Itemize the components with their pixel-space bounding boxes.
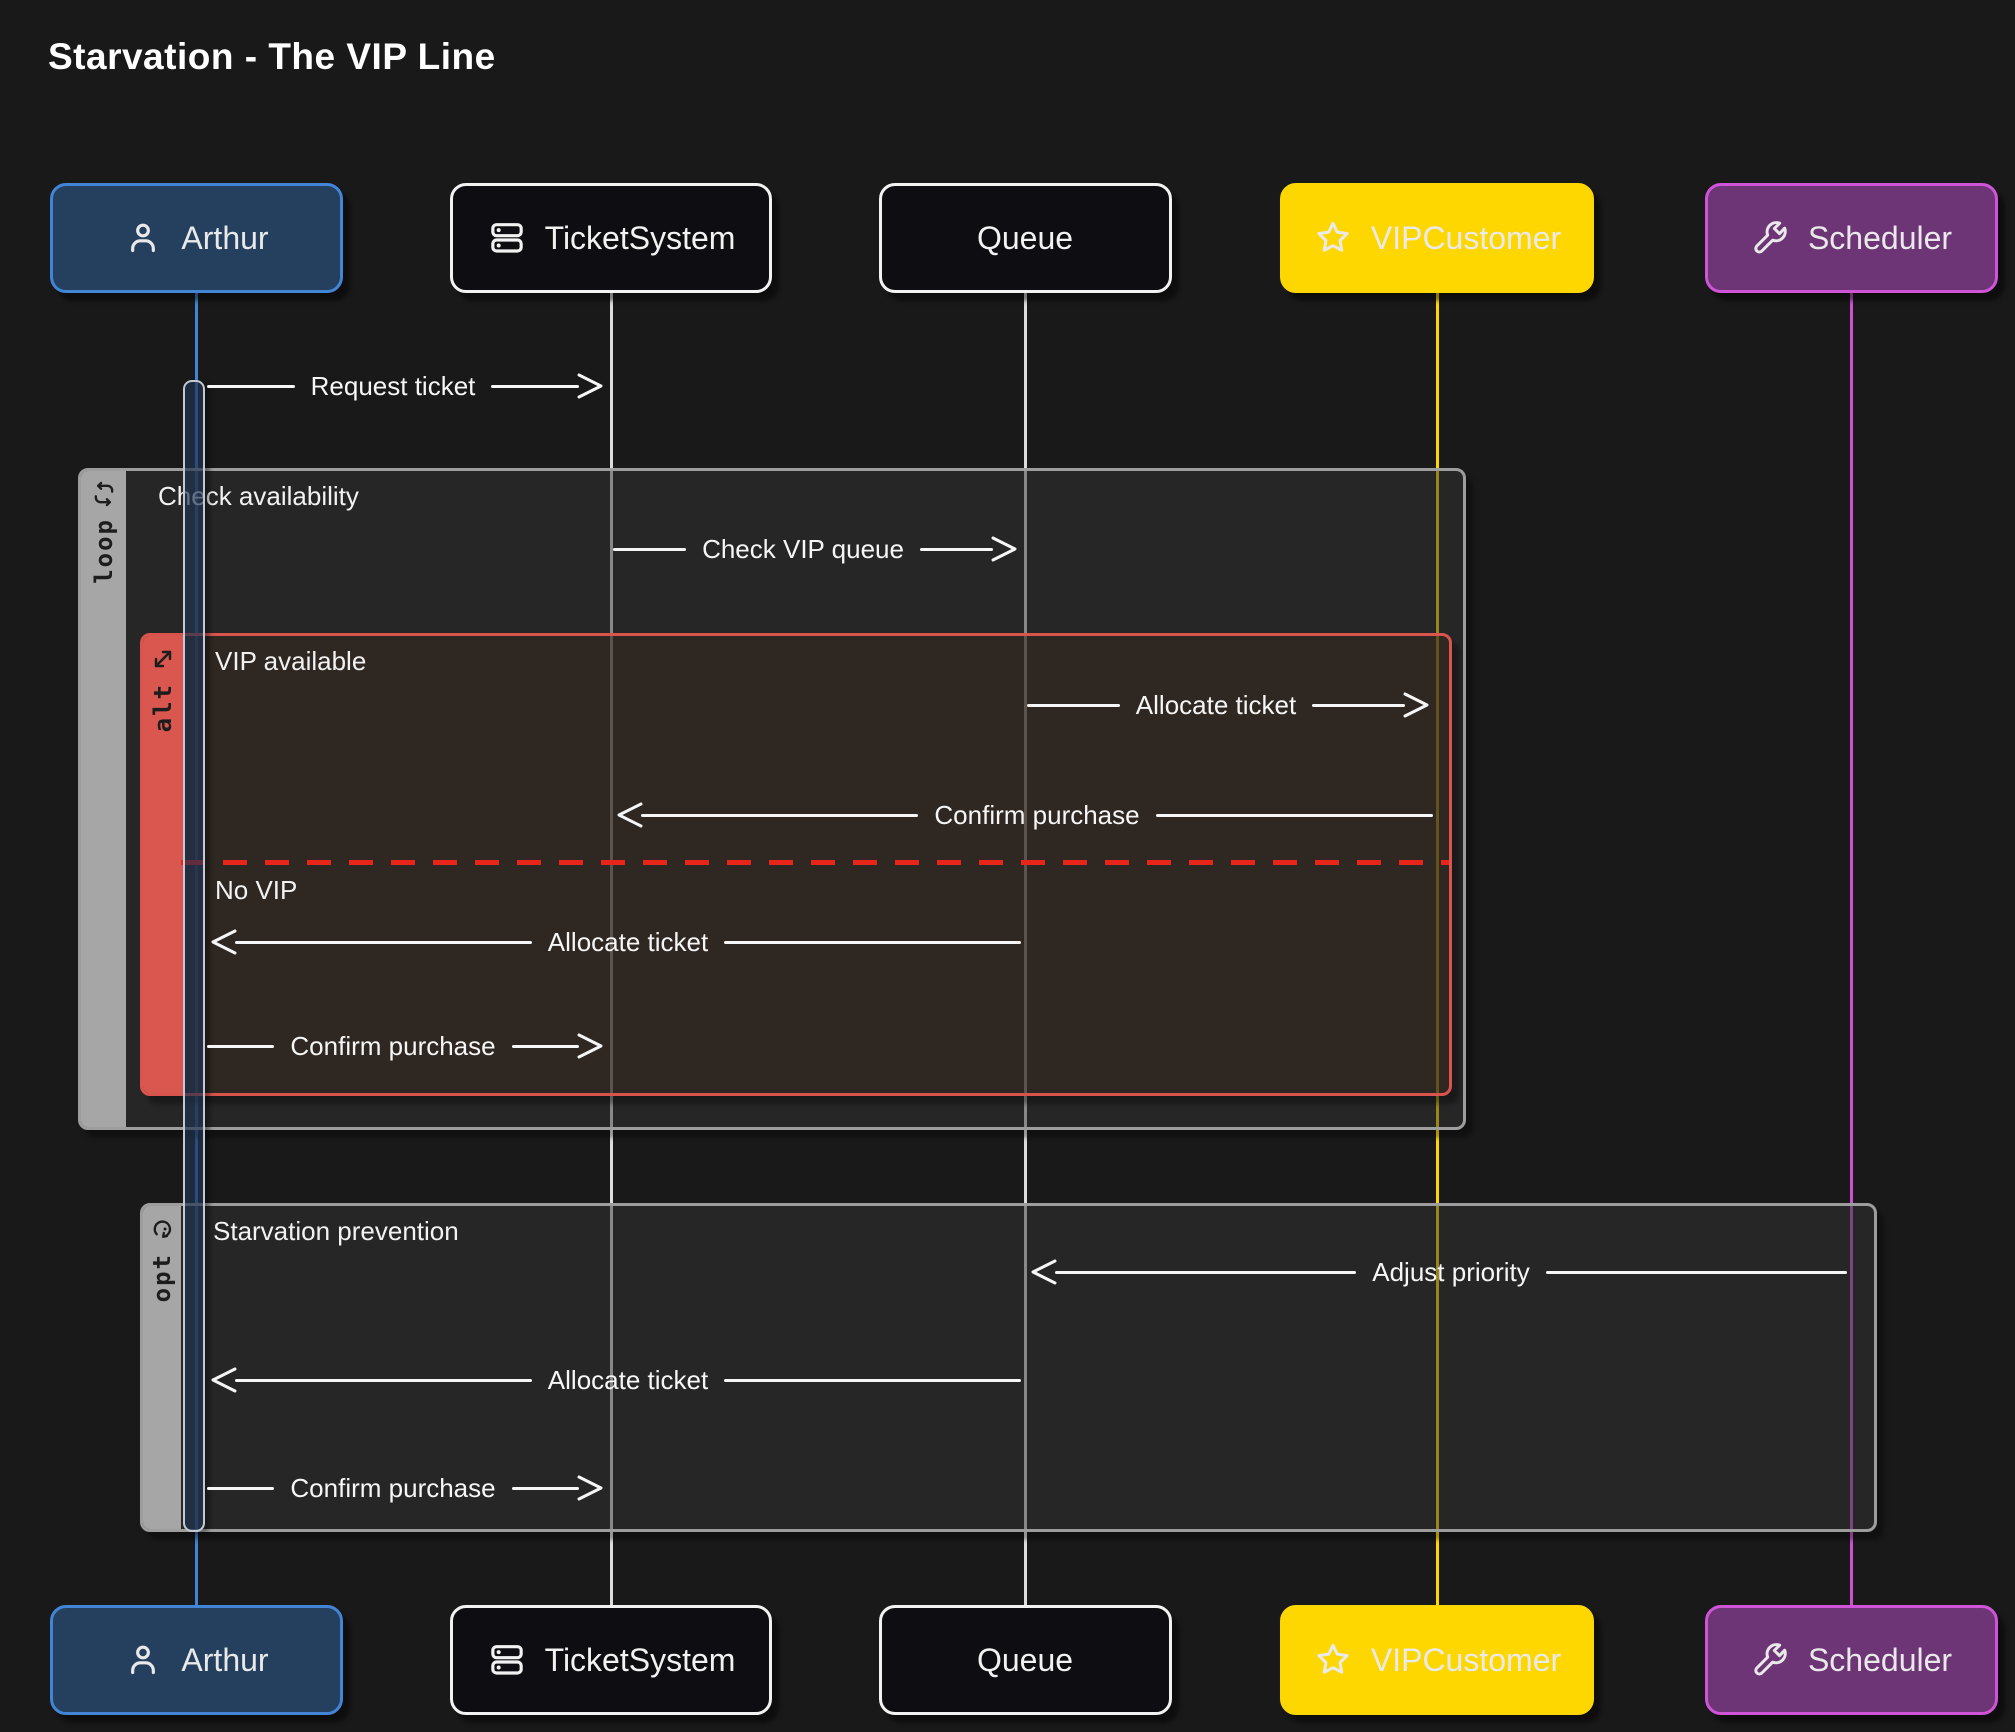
message-line: [1545, 1270, 1847, 1274]
message-label: Allocate ticket: [1135, 689, 1297, 720]
participant-vipcustomer-top: VIPCustomer: [1280, 183, 1594, 293]
message-label: Allocate ticket: [547, 1364, 709, 1395]
participant-label: VIPCustomer: [1370, 1641, 1562, 1678]
message-line: [511, 1486, 580, 1490]
branch-icon: [149, 645, 177, 673]
participant-arthur-bottom: Arthur: [49, 1605, 343, 1715]
participant-queue-bottom: Queue: [878, 1605, 1172, 1715]
message-line: [919, 547, 994, 551]
opt-icon: [148, 1215, 176, 1243]
participant-vipcustomer-bottom: VIPCustomer: [1280, 1605, 1594, 1715]
message-line: [1155, 813, 1434, 817]
participant-label: VIPCustomer: [1370, 219, 1562, 256]
participant-label: TicketSystem: [544, 219, 736, 256]
alt-frame: alt VIP available No VIP: [140, 633, 1452, 1096]
message-label: Check VIP queue: [702, 533, 904, 564]
message-arrow: Confirm purchase: [613, 798, 1434, 832]
arrowhead-icon: [577, 1033, 603, 1059]
participant-label: TicketSystem: [544, 1641, 736, 1678]
opt-frame-tab: opt: [143, 1206, 181, 1529]
message-line: [1027, 703, 1120, 707]
participant-label: Queue: [976, 219, 1074, 256]
loop-frame-tab: loop: [81, 471, 126, 1127]
message-arrow: Adjust priority: [1027, 1255, 1847, 1289]
activation-bar-arthur: [183, 380, 205, 1532]
arrowhead-icon: [577, 1475, 603, 1501]
opt-frame-label: Starvation prevention: [213, 1216, 459, 1246]
message-label: Confirm purchase: [290, 1030, 496, 1061]
arrowhead-icon: [1403, 692, 1429, 718]
arrowhead-icon: [991, 536, 1017, 562]
alt-frame-tag: alt: [149, 683, 177, 733]
message-line: [1055, 1270, 1357, 1274]
arrowhead-icon: [211, 929, 237, 955]
person-icon: [123, 218, 163, 258]
person-icon: [123, 1640, 163, 1680]
star-icon: [1313, 1640, 1353, 1680]
participant-scheduler-top: Scheduler: [1704, 183, 1998, 293]
message-arrow: Check VIP queue: [613, 532, 1021, 566]
alt-frame-tab: alt: [143, 636, 183, 1093]
arrowhead-icon: [617, 802, 643, 828]
arrowhead-icon: [211, 1367, 237, 1393]
message-line: [207, 384, 295, 388]
message-label: Confirm purchase: [290, 1472, 496, 1503]
wrench-icon: [1750, 1640, 1790, 1680]
participant-label: Scheduler: [1807, 219, 1953, 256]
message-label: Allocate ticket: [547, 926, 709, 957]
alt-else-divider: [181, 860, 1449, 865]
participant-label: Arthur: [181, 219, 269, 256]
message-line: [511, 1044, 580, 1048]
message-arrow: Allocate ticket: [207, 925, 1021, 959]
alt-else-label: No VIP: [215, 875, 298, 905]
message-label: Confirm purchase: [934, 799, 1140, 830]
message-line: [641, 813, 919, 817]
message-line: [491, 384, 579, 388]
wrench-icon: [1750, 218, 1790, 258]
message-line: [613, 547, 687, 551]
message-arrow: Confirm purchase: [207, 1029, 607, 1063]
lifeline-scheduler: [1849, 291, 1853, 1607]
opt-frame-tag: opt: [148, 1253, 176, 1303]
message-line: [207, 1486, 275, 1490]
arrowhead-icon: [1031, 1259, 1057, 1285]
message-arrow: Allocate ticket: [207, 1363, 1021, 1397]
message-arrow: Allocate ticket: [1027, 688, 1433, 722]
participant-ticketsystem-top: TicketSystem: [450, 183, 772, 293]
star-icon: [1313, 218, 1353, 258]
arrowhead-icon: [577, 373, 603, 399]
message-line: [235, 940, 532, 944]
message-line: [1312, 703, 1405, 707]
message-label: Adjust priority: [1372, 1256, 1530, 1287]
diagram-title: Starvation - The VIP Line: [48, 36, 496, 77]
message-line: [235, 1378, 532, 1382]
loop-frame-tag: loop: [89, 518, 118, 584]
participant-scheduler-bottom: Scheduler: [1704, 1605, 1998, 1715]
participant-ticketsystem-bottom: TicketSystem: [450, 1605, 772, 1715]
server-icon: [487, 1640, 527, 1680]
participant-queue-top: Queue: [878, 183, 1172, 293]
participant-label: Queue: [976, 1641, 1074, 1678]
participant-label: Scheduler: [1807, 1641, 1953, 1678]
message-label: Request ticket: [310, 370, 476, 401]
message-line: [724, 940, 1021, 944]
alt-frame-label: VIP available: [215, 646, 367, 676]
loop-icon: [90, 480, 118, 508]
server-icon: [487, 218, 527, 258]
message-arrow: Confirm purchase: [207, 1471, 607, 1505]
message-line: [207, 1044, 275, 1048]
message-arrow: Request ticket: [207, 369, 607, 403]
opt-frame: opt Starvation prevention: [140, 1203, 1877, 1532]
participant-label: Arthur: [181, 1641, 269, 1678]
participant-arthur-top: Arthur: [49, 183, 343, 293]
message-line: [724, 1378, 1021, 1382]
